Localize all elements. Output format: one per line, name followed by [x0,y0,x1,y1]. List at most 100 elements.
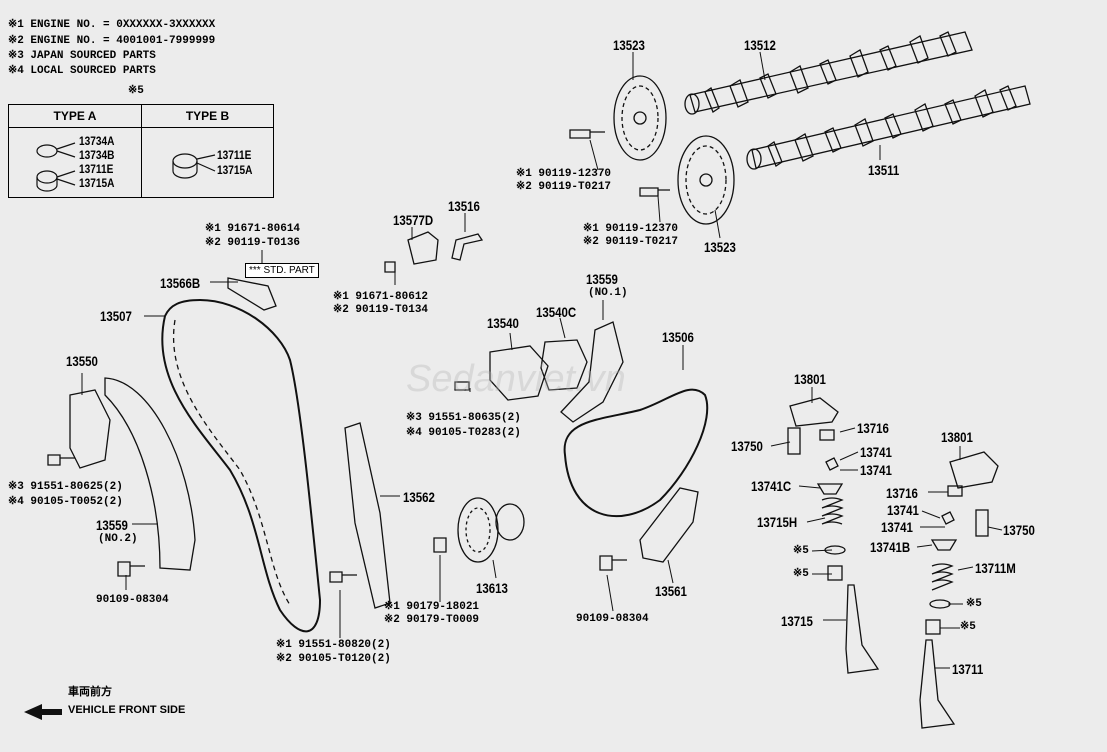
part-label-13716-right[interactable]: 13716 [886,485,918,501]
part-label-13741b[interactable]: 13741B [870,539,911,555]
part-label-13562[interactable]: 13562 [403,489,435,505]
rocker-arm-13801-right [949,451,999,489]
part-label-13741-right-b[interactable]: 13741 [881,519,913,535]
part-label-13715[interactable]: 13715 [781,613,813,629]
type-b-header: TYPE B [142,105,273,128]
bolt-90109-left [117,561,145,577]
part-label-13741-left-a[interactable]: 13741 [860,444,892,460]
part-label-13750-right[interactable]: 13750 [1003,522,1035,538]
part-label-13507[interactable]: 13507 [100,308,132,324]
seal-5-right [925,619,941,635]
part-label-13511[interactable]: 13511 [868,162,900,178]
part-label-90105-t0052[interactable]: ※4 90105-T0052(2) [8,496,123,508]
part-label-91551-80635[interactable]: ※3 91551-80635(2) [406,412,521,424]
part-label-13523-lower[interactable]: 13523 [704,239,736,255]
legend-note-5: ※5 [128,85,144,97]
part-label-13561[interactable]: 13561 [655,583,687,599]
part-label-13506[interactable]: 13506 [662,329,694,345]
part-label-13559-no1-sub: (NO.1) [588,287,628,299]
part-label-13523-upper[interactable]: 13523 [613,37,645,53]
chain-guide-13559-no2 [104,377,196,571]
part-label-5-d[interactable]: ※5 [960,621,976,633]
part-label-13711m[interactable]: 13711M [975,560,1016,576]
tensioner-13540 [489,345,549,401]
tensioner-13550 [69,389,111,469]
spring-13715h [821,497,844,525]
bolt-90109-right [599,555,627,571]
type-a-header: TYPE A [9,105,141,128]
part-label-13559-no2-sub: (NO.2) [98,533,138,545]
part-label-13711[interactable]: 13711 [952,661,984,677]
part-label-bolt-90119-t0217-a[interactable]: ※2 90119-T0217 [516,181,612,193]
valve-13711 [919,639,956,729]
part-label-13741c[interactable]: 13741C [751,478,792,494]
part-label-13801-right[interactable]: 13801 [941,429,973,445]
cam-sprocket-lower [677,135,735,225]
part-label-90109-08304-right[interactable]: 90109-08304 [576,613,649,625]
part-label-13512[interactable]: 13512 [744,37,776,53]
type-a-part-3: 13711E [79,164,114,176]
part-label-13613[interactable]: 13613 [476,580,508,596]
part-label-13801-left[interactable]: 13801 [794,371,826,387]
keeper-13741-right-a [941,511,955,525]
part-label-13716-left[interactable]: 13716 [857,420,889,436]
part-label-90109-08304-left[interactable]: 90109-08304 [96,594,169,606]
type-b-part-2: 13715A [217,165,253,177]
part-label-13516[interactable]: 13516 [448,198,480,214]
spring-13711m [931,563,954,591]
part-label-13577d[interactable]: 13577D [393,212,434,228]
cap-13716-left [819,429,835,441]
seat-5-left [824,545,846,555]
legend-note-3: ※3 JAPAN SOURCED PARTS [8,50,156,62]
part-label-13540c[interactable]: 13540C [536,304,577,320]
leader-lines [81,51,1003,669]
part-label-91551-80820[interactable]: ※1 91551-80820(2) [276,639,391,651]
part-label-bolt-90119-t0136[interactable]: ※2 90119-T0136 [205,237,301,249]
part-label-90105-t0120[interactable]: ※2 90105-T0120(2) [276,653,391,665]
part-label-bolt-90119-t0217-b[interactable]: ※2 90119-T0217 [583,236,679,248]
type-table: TYPE A TYPE B 13734A 13734B 13711E 13715… [8,104,274,198]
camshaft-13512 [684,31,973,115]
legend-note-2: ※2 ENGINE NO. = 4001001-7999999 [8,35,216,47]
watermark: Sedanviet.vn [406,358,626,400]
part-label-90105-t0283[interactable]: ※4 90105-T0283(2) [406,427,521,439]
seat-5-right [929,599,951,609]
part-label-13741-right-a[interactable]: 13741 [887,502,919,518]
part-label-5-a[interactable]: ※5 [793,545,809,557]
part-label-90179-t0009[interactable]: ※2 90179-T0009 [384,614,480,626]
bolt-91671 [384,261,396,273]
part-label-13715h[interactable]: 13715H [757,514,798,530]
part-label-90179-18021[interactable]: ※1 90179-18021 [384,601,480,613]
part-label-13566b[interactable]: 13566B [160,275,201,291]
bracket-13577d [407,231,439,265]
part-label-5-c[interactable]: ※5 [966,598,982,610]
part-label-13750-left[interactable]: 13750 [731,438,763,454]
part-label-13559-no1[interactable]: 13559 [586,271,618,287]
camshaft-13511 [746,85,1031,170]
part-label-bolt-90119-t0134[interactable]: ※2 90119-T0134 [333,304,429,316]
chain-13506 [563,388,709,518]
part-label-91551-80625[interactable]: ※3 91551-80625(2) [8,481,123,493]
part-label-13540[interactable]: 13540 [487,315,519,331]
chain-guide-13559-no1 [560,321,624,423]
bolt-91551-center [329,571,357,583]
bolt-91551-left [47,454,75,466]
part-label-13559-no2[interactable]: 13559 [96,517,128,533]
part-label-5-b[interactable]: ※5 [793,568,809,580]
type-a-part-2: 13734B [79,150,115,162]
hose-13516 [451,233,484,261]
part-label-bolt-90119-12370-a[interactable]: ※1 90119-12370 [516,168,612,180]
type-b-part-1: 13711E [217,150,252,162]
std-part-tag: *** STD. PART [245,263,319,278]
part-label-bolt-91671-80612[interactable]: ※1 91671-80612 [333,291,429,303]
type-a-part-4: 13715A [79,178,115,190]
part-label-bolt-91671-80614[interactable]: ※1 91671-80614 [205,223,301,235]
part-label-13741-left-b[interactable]: 13741 [860,462,892,478]
chain-slipper-13562 [344,422,391,609]
part-label-bolt-90119-12370-b[interactable]: ※1 90119-12370 [583,223,679,235]
valve-13715 [845,584,880,674]
part-label-13550[interactable]: 13550 [66,353,98,369]
chain-13507 [161,298,322,633]
